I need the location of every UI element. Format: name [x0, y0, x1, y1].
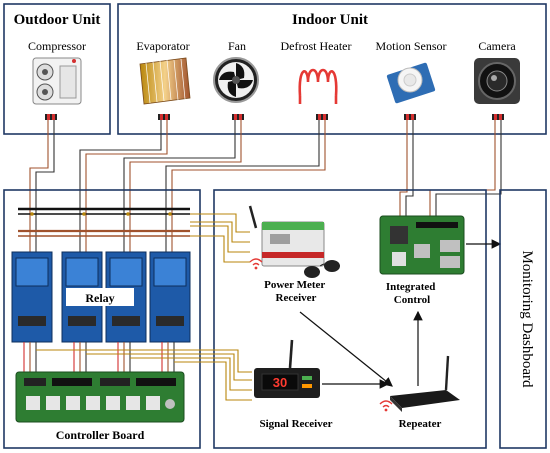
- compressor-connector: [45, 114, 57, 120]
- power-bus: [18, 207, 190, 237]
- power-meter-icon: [248, 205, 340, 278]
- compressor-icon: [32, 57, 82, 105]
- fan-icon: [213, 57, 259, 103]
- signal-receiver-label: Signal Receiver: [259, 418, 332, 430]
- integrated-control-icon: [379, 215, 465, 275]
- monitoring-dashboard-label: Monitoring Dashboard: [519, 250, 535, 388]
- data-flow-arrows: [299, 239, 502, 389]
- integrated-control-label-line2: Control: [394, 294, 430, 306]
- power-meter-label-line1: Power Meter: [264, 279, 325, 291]
- defrost-heater-label: Defrost Heater: [281, 39, 352, 53]
- controller-to-signal-receiver-wiring: [36, 349, 252, 401]
- fan-label: Fan: [228, 39, 246, 53]
- monitoring-dashboard-box: Monitoring Dashboard: [499, 189, 547, 449]
- repeater-icon: [390, 355, 460, 412]
- relay-label: Relay: [85, 291, 114, 305]
- relay-to-controller-wiring: [23, 342, 175, 372]
- integrated-control-label: Integrated Control: [386, 281, 438, 306]
- wifi-icon-repeater: [379, 400, 393, 412]
- controller-board-label: Controller Board: [56, 428, 145, 442]
- power-meter-to-repeater-arrow: [299, 311, 393, 387]
- wifi-icon-power-meter: [249, 258, 263, 270]
- camera-icon: [474, 58, 520, 104]
- network-section-box: [213, 189, 487, 449]
- indoor-unit-title: Indoor Unit: [292, 12, 368, 28]
- signal-receiver-icon: 30: [254, 339, 320, 398]
- power-meter-label: Power Meter Receiver: [264, 279, 328, 304]
- indoor-unit-box: Indoor Unit Evaporator Fan Defrost Heate…: [117, 3, 547, 135]
- camera-label: Camera: [478, 39, 516, 53]
- outdoor-unit-title: Outdoor Unit: [14, 12, 101, 28]
- integrated-control-label-line1: Integrated: [386, 281, 436, 293]
- relay-module-4: [149, 251, 191, 343]
- relay-label-box: Relay: [66, 288, 134, 306]
- signal-receiver-display: 30: [273, 375, 287, 390]
- motion-sensor-icon: [386, 62, 436, 104]
- motion-sensor-label: Motion Sensor: [375, 39, 446, 53]
- bus-to-power-meter-wiring: [190, 213, 250, 263]
- outdoor-unit-box: Outdoor Unit Compressor: [3, 3, 111, 135]
- repeater-label: Repeater: [399, 418, 442, 430]
- relay-module-1: [11, 251, 53, 343]
- defrost-heater-icon: [298, 68, 338, 104]
- indoor-connectors: [158, 114, 504, 120]
- controller-board: [15, 371, 185, 423]
- evaporator-label: Evaporator: [136, 39, 189, 53]
- compressor-label: Compressor: [28, 39, 86, 53]
- power-meter-label-line2: Receiver: [276, 292, 317, 304]
- evaporator-icon: [139, 57, 191, 105]
- control-section-box: [3, 189, 201, 449]
